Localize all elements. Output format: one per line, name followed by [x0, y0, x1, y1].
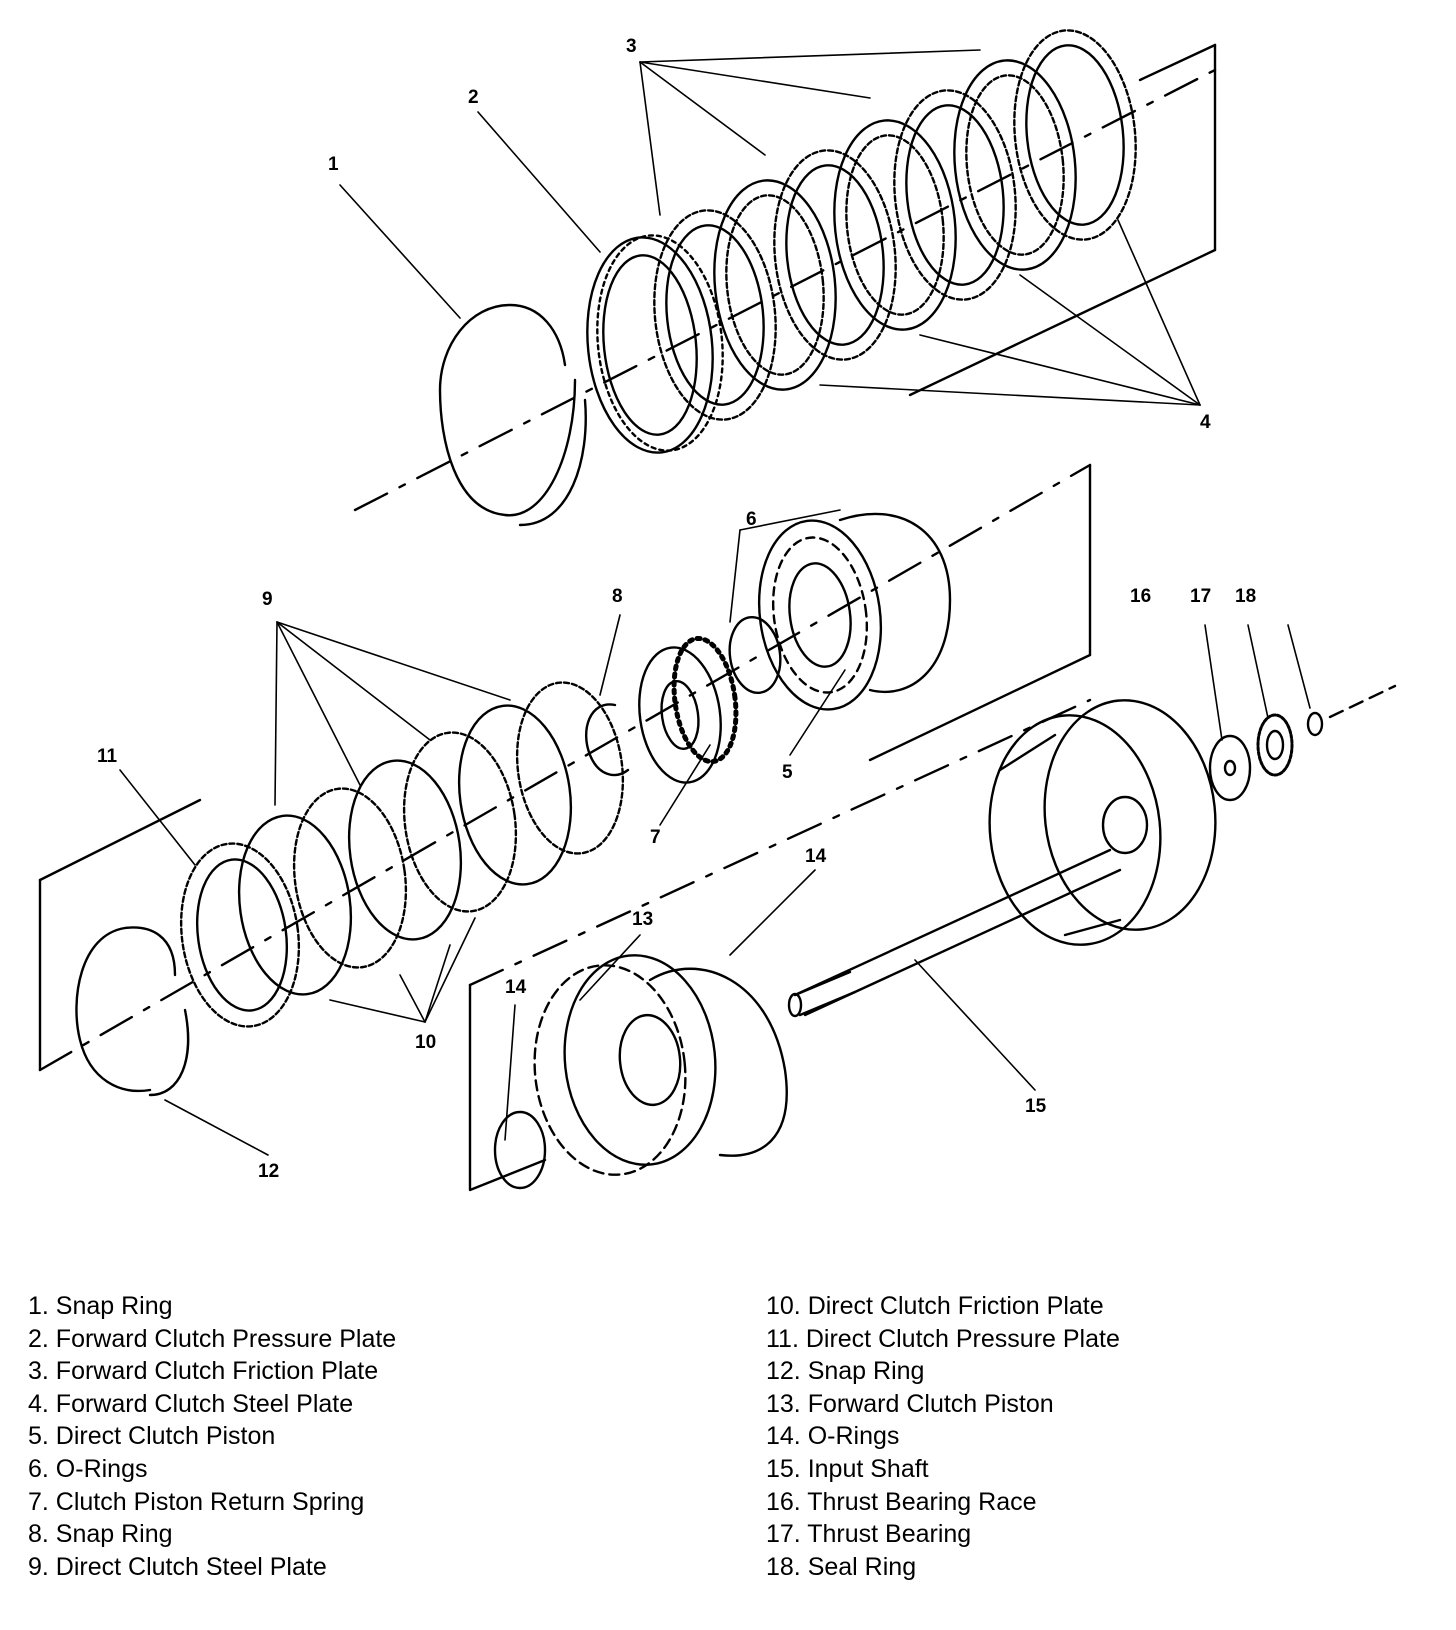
callout-14: 14: [805, 846, 827, 867]
direct-clutch-plates: [237, 681, 625, 996]
upper-stack-axis: [353, 43, 1217, 512]
o-ring-14-small: [493, 1110, 547, 1190]
legend-item: 14. O-Rings: [766, 1422, 900, 1451]
callout-5: 5: [782, 762, 793, 783]
forward-clutch-plates: [653, 29, 1137, 421]
legend-item: 7. Clutch Piston Return Spring: [28, 1487, 365, 1516]
parts-legend-right: 10. Direct Clutch Friction Plate 11. Dir…: [766, 1290, 1120, 1583]
callout-13: 13: [632, 909, 653, 930]
o-ring-14-large: [648, 967, 788, 1157]
snap-ring-8: [585, 703, 630, 777]
callout-4: 4: [1200, 412, 1211, 433]
legend-item: 13. Forward Clutch Piston: [766, 1389, 1054, 1418]
clutch-piston-return-spring: [638, 635, 739, 784]
forward-clutch-pressure-plate: [586, 234, 724, 454]
legend-item: 8. Snap Ring: [28, 1520, 173, 1549]
callout-3: 3: [626, 36, 637, 57]
callout-2: 2: [468, 87, 479, 108]
o-ring-6: [728, 616, 782, 694]
legend-item: 18. Seal Ring: [766, 1552, 917, 1581]
input-shaft: [787, 848, 1122, 1018]
legend-item: 12. Snap Ring: [766, 1357, 925, 1386]
direct-clutch-piston: [757, 512, 952, 711]
snap-ring-12: [75, 926, 190, 1097]
middle-stack-frame: [38, 463, 1092, 1072]
callout-12: 12: [258, 1161, 279, 1182]
seal-ring: [1306, 684, 1397, 737]
forward-clutch-piston: [533, 954, 717, 1176]
snap-ring-1: [438, 303, 587, 527]
legend-item: 4. Forward Clutch Steel Plate: [28, 1389, 354, 1418]
callout-18: 18: [1235, 586, 1256, 607]
callout-1: 1: [328, 154, 339, 175]
legend-item: 3. Forward Clutch Friction Plate: [28, 1357, 379, 1386]
legend-item: 6. O-Rings: [28, 1454, 148, 1483]
legend-item: 11. Direct Clutch Pressure Plate: [766, 1324, 1120, 1353]
legend-item: 16. Thrust Bearing Race: [766, 1487, 1037, 1516]
thrust-bearing-race: [1208, 734, 1252, 802]
callout-numbers: 1 2 3 4 5 6 7 8 9 10 11 12 13 14 14 15 1…: [97, 36, 1256, 1182]
legend-item: 15. Input Shaft: [766, 1454, 929, 1483]
legend-item: 9. Direct Clutch Steel Plate: [28, 1552, 327, 1581]
forward-clutch-drum: [988, 699, 1217, 946]
callout-8: 8: [612, 586, 623, 607]
direct-clutch-pressure-plate: [179, 842, 301, 1028]
callout-16: 16: [1130, 586, 1151, 607]
callout-6: 6: [746, 509, 757, 530]
lower-stack-frame: [468, 698, 1092, 1192]
callout-9: 9: [262, 589, 273, 610]
legend-item: 5. Direct Clutch Piston: [28, 1422, 276, 1451]
thrust-bearing: [1256, 713, 1294, 777]
legend-item: 2. Forward Clutch Pressure Plate: [28, 1324, 397, 1353]
legend-item: 10. Direct Clutch Friction Plate: [766, 1292, 1104, 1320]
callout-15: 15: [1025, 1096, 1047, 1117]
leader-lines: [119, 49, 1311, 1156]
parts-legend-left: 1. Snap Ring 2. Forward Clutch Pressure …: [28, 1290, 396, 1583]
legend-item: 1. Snap Ring: [28, 1292, 173, 1320]
callout-7: 7: [650, 827, 661, 848]
callout-11: 11: [97, 746, 118, 767]
callout-17: 17: [1190, 586, 1211, 607]
legend-item: 17. Thrust Bearing: [766, 1520, 972, 1549]
callout-10: 10: [415, 1032, 436, 1053]
callout-14: 14: [505, 977, 527, 998]
